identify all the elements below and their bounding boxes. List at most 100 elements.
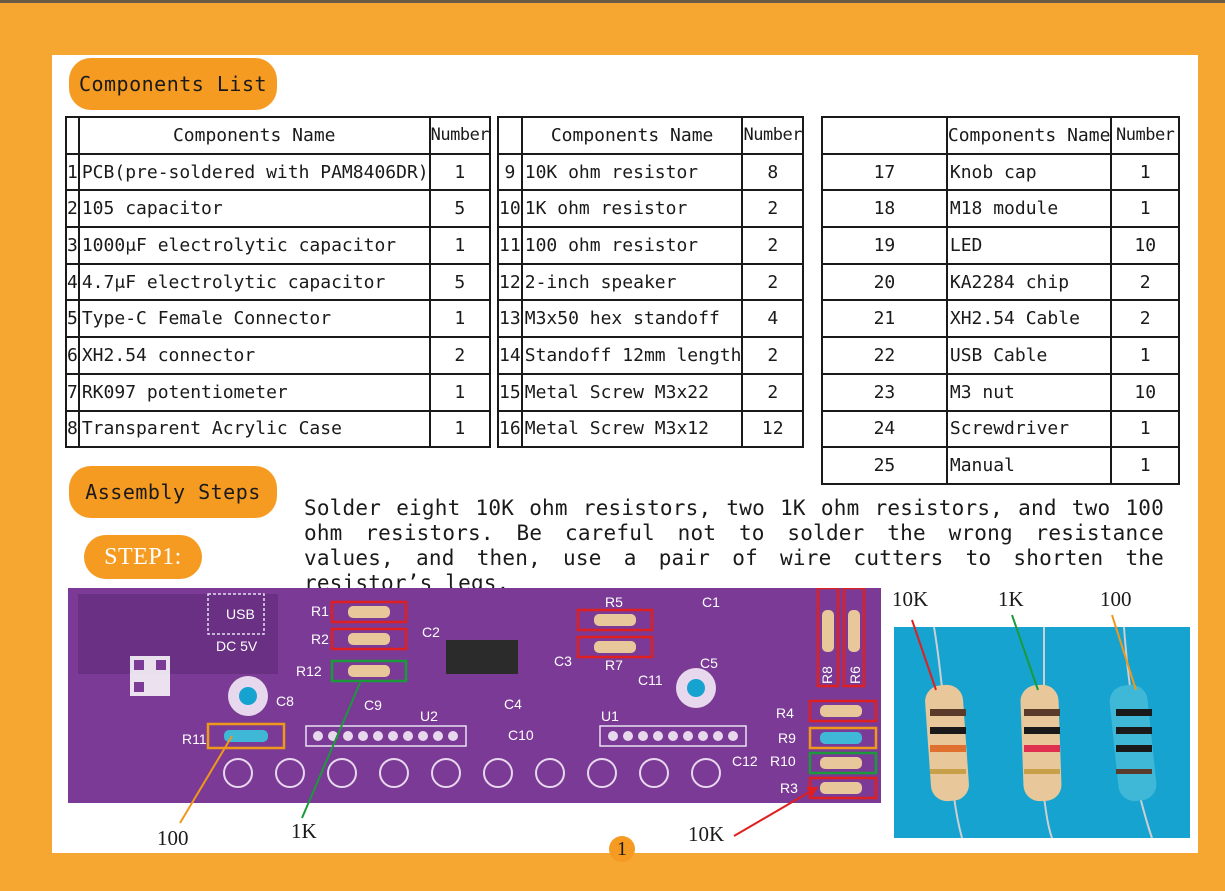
c11-label: C11 bbox=[638, 672, 663, 688]
c4-label: C4 bbox=[504, 696, 522, 712]
c10-label: C10 bbox=[508, 727, 534, 743]
component-quantity: 2 bbox=[1110, 262, 1180, 302]
step1-label: STEP1: bbox=[84, 535, 202, 579]
c12-label: C12 bbox=[732, 753, 758, 769]
row-index: 19 bbox=[821, 226, 948, 265]
header-number: Number bbox=[1110, 116, 1180, 155]
usb-label: USB bbox=[226, 606, 255, 622]
component-name: Screwdriver bbox=[945, 409, 1113, 449]
component-quantity: 12 bbox=[741, 409, 804, 449]
header-index bbox=[65, 116, 80, 155]
table-header-row: Components Name Number bbox=[497, 116, 804, 155]
photo-label-100: 100 bbox=[1100, 587, 1132, 611]
header-number: Number bbox=[741, 116, 804, 155]
row-index: 5 bbox=[65, 299, 80, 339]
header-number: Number bbox=[428, 116, 492, 155]
step1-instructions: Solder eight 10K ohm resistors, two 1K o… bbox=[304, 496, 1164, 595]
header-index bbox=[821, 116, 948, 155]
component-quantity: 1 bbox=[1110, 409, 1180, 449]
resistors-photo bbox=[894, 627, 1190, 838]
r9-label: R9 bbox=[778, 730, 796, 746]
component-name: 105 capacitor bbox=[77, 189, 431, 229]
component-quantity: 2 bbox=[428, 336, 492, 375]
component-quantity: 1 bbox=[1110, 189, 1180, 229]
component-quantity: 10 bbox=[1110, 372, 1180, 412]
r11-label: R11 bbox=[182, 731, 207, 747]
row-index: 18 bbox=[821, 189, 948, 229]
row-index: 20 bbox=[821, 262, 948, 302]
row-index: 4 bbox=[65, 262, 80, 302]
r8-label: R8 bbox=[819, 666, 835, 684]
component-name: Type-C Female Connector bbox=[77, 299, 431, 339]
component-name: XH2.54 connector bbox=[77, 336, 431, 375]
component-name: PCB(pre-soldered with PAM8406DR) bbox=[77, 152, 431, 192]
header-components-name: Components Name bbox=[945, 116, 1113, 155]
component-name: 1000μF electrolytic capacitor bbox=[77, 226, 431, 265]
row-index: 21 bbox=[821, 299, 948, 339]
component-quantity: 2 bbox=[741, 226, 804, 265]
c1-label: C1 bbox=[702, 594, 720, 610]
component-quantity: 1 bbox=[1110, 336, 1180, 375]
component-quantity: 10 bbox=[1110, 226, 1180, 265]
callout-1k: 1K bbox=[291, 819, 317, 843]
component-quantity: 1 bbox=[428, 372, 492, 412]
c8-label: C8 bbox=[276, 693, 294, 709]
component-name: Transparent Acrylic Case bbox=[77, 409, 431, 449]
row-index: 14 bbox=[497, 336, 523, 375]
component-quantity: 1 bbox=[428, 226, 492, 265]
component-name: Knob cap bbox=[945, 152, 1113, 192]
assembly-steps-title: Assembly Steps bbox=[69, 466, 277, 518]
row-index: 2 bbox=[65, 189, 80, 229]
photo-label-10k: 10K bbox=[892, 587, 929, 611]
r3-label: R3 bbox=[780, 780, 798, 796]
header-index bbox=[497, 116, 523, 155]
component-name: LED bbox=[945, 226, 1113, 265]
row-index: 7 bbox=[65, 372, 80, 412]
component-quantity: 2 bbox=[741, 372, 804, 412]
photo-label-1k: 1K bbox=[998, 587, 1024, 611]
component-name: Metal Screw M3x12 bbox=[520, 409, 744, 449]
top-border-line bbox=[0, 0, 1225, 3]
row-index: 17 bbox=[821, 152, 948, 192]
r7-label: R7 bbox=[605, 657, 623, 673]
component-quantity: 5 bbox=[428, 262, 492, 302]
component-name: M3 nut bbox=[945, 372, 1113, 412]
row-index: 22 bbox=[821, 336, 948, 375]
c3-label: C3 bbox=[554, 653, 572, 669]
row-index: 11 bbox=[497, 226, 523, 265]
r6-label: R6 bbox=[847, 666, 863, 684]
c9-label: C9 bbox=[364, 697, 382, 713]
row-index: 6 bbox=[65, 336, 80, 375]
component-name: Manual bbox=[945, 446, 1113, 485]
c5-label: C5 bbox=[700, 655, 718, 671]
page-number: 1 bbox=[609, 836, 635, 862]
row-index: 15 bbox=[497, 372, 523, 412]
components-list-title: Components List bbox=[69, 58, 277, 110]
component-name: Metal Screw M3x22 bbox=[520, 372, 744, 412]
row-index: 12 bbox=[497, 262, 523, 302]
component-name: M18 module bbox=[945, 189, 1113, 229]
callout-10k: 10K bbox=[688, 822, 725, 846]
callout-100: 100 bbox=[157, 826, 189, 850]
component-name: RK097 potentiometer bbox=[77, 372, 431, 412]
component-quantity: 2 bbox=[1110, 299, 1180, 339]
